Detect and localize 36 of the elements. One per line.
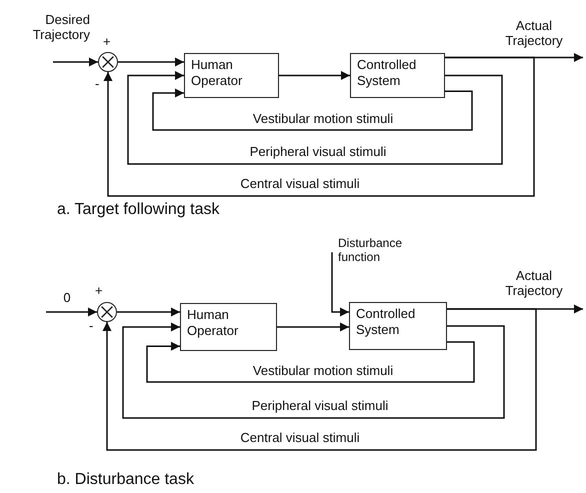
edge-label: 0 [62, 290, 72, 305]
summing-junction [97, 302, 117, 322]
arrow [102, 308, 537, 451]
arrow [127, 71, 503, 165]
arrow [146, 341, 475, 383]
sign-label: - [95, 76, 100, 92]
edge-label: Actual Trajectory [504, 18, 564, 48]
block-box: Human Operator [180, 303, 277, 351]
arrow [118, 58, 184, 66]
block-box: Controlled System [350, 53, 445, 98]
arrow [277, 322, 349, 332]
edge-label: Actual Trajectory [504, 268, 564, 298]
sign-label: - [89, 318, 94, 334]
summing-junction [98, 52, 118, 72]
sign-label: + [95, 283, 103, 299]
block-box: Controlled System [349, 302, 447, 350]
arrow [331, 252, 349, 316]
caption: a. Target following task [57, 202, 220, 218]
arrow [53, 58, 98, 66]
arrow [104, 56, 535, 197]
edge-label: Vestibular motion stimuli [250, 363, 396, 378]
edge-label: Vestibular motion stimuli [250, 111, 396, 126]
edge-label: Peripheral visual stimuli [248, 144, 388, 159]
input-label: Disturbance function [332, 236, 424, 272]
block-box: Human Operator [184, 53, 279, 98]
caption: b. Disturbance task [57, 472, 194, 488]
arrow [46, 308, 97, 316]
sign-label: + [103, 34, 111, 50]
arrow [122, 322, 505, 419]
edge-label: Desired Trajectory [32, 12, 91, 42]
arrow [117, 308, 180, 316]
edge-label: Central visual stimuli [238, 430, 362, 445]
arrow [152, 88, 473, 131]
edge-label: Peripheral visual stimuli [250, 398, 390, 413]
edge-label: Central visual stimuli [238, 176, 362, 191]
arrow [279, 71, 350, 80]
